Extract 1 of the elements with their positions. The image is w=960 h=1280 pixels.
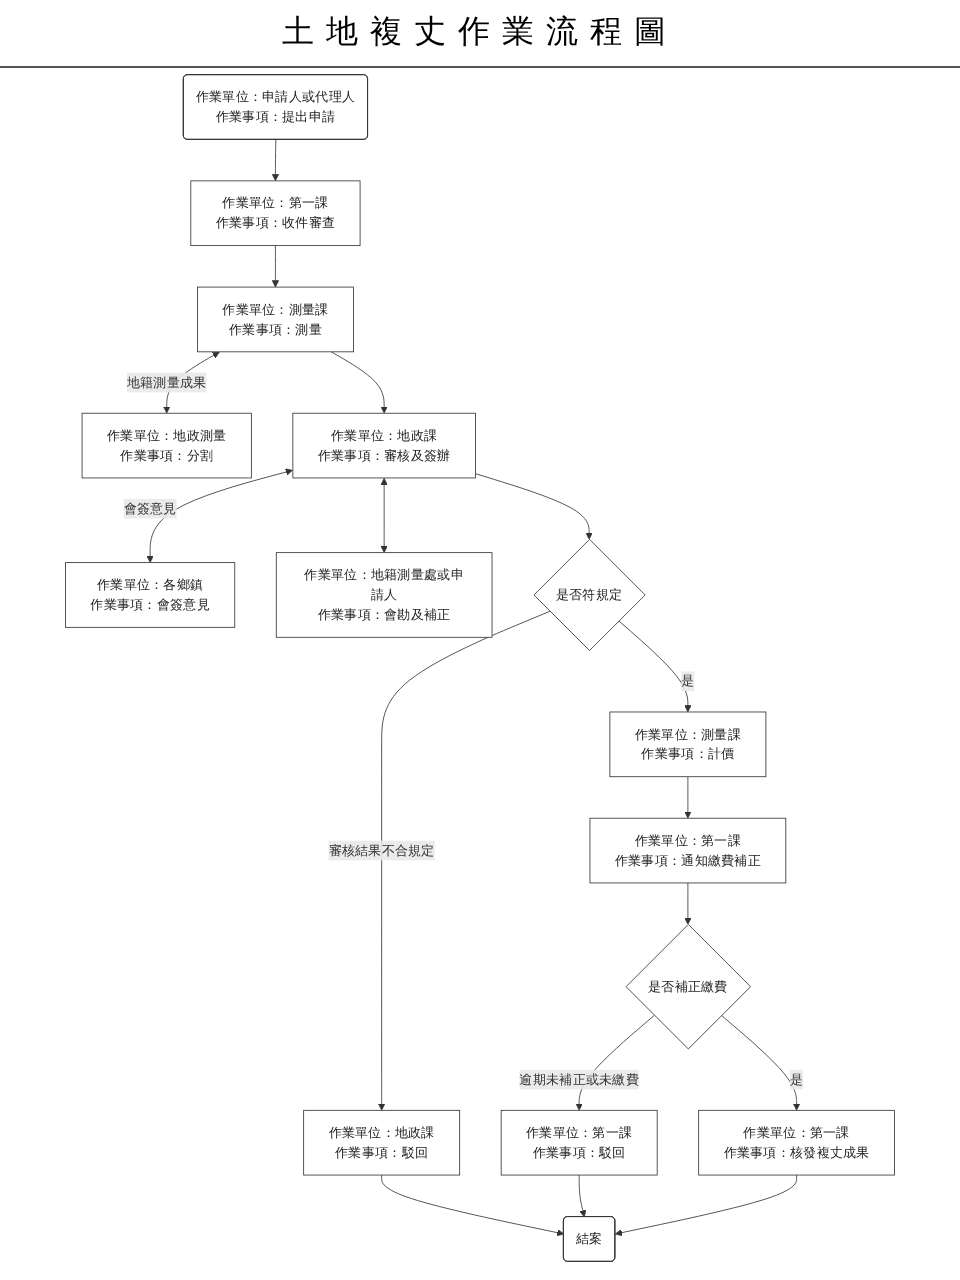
diagram-title: 土地複丈作業流程圖 <box>0 0 960 68</box>
